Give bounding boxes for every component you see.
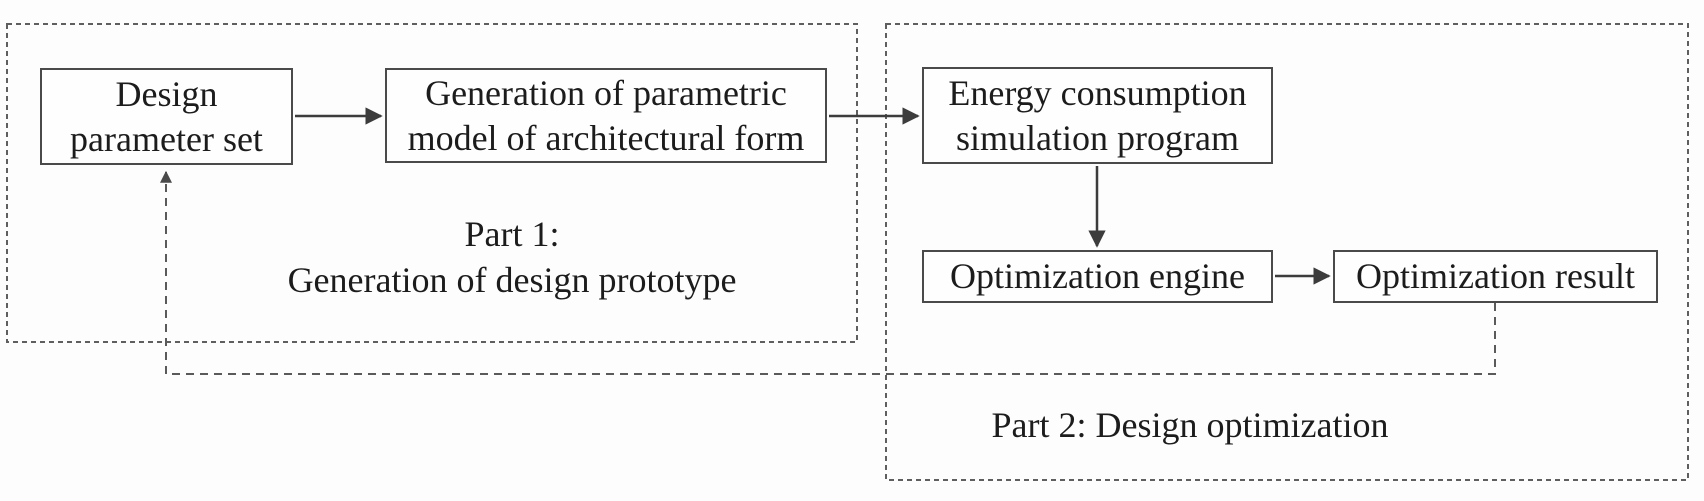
node-energy-simulation: Energy consumption simulation program — [922, 67, 1273, 164]
node-design-parameter-set: Design parameter set — [40, 68, 293, 165]
node-optimization-engine: Optimization engine — [922, 250, 1273, 303]
node-optimization-result: Optimization result — [1333, 250, 1658, 303]
node-parametric-model: Generation of parametric model of archit… — [385, 68, 827, 163]
part2-container-outline — [885, 23, 1689, 481]
part1-container-outline — [6, 23, 858, 343]
feedback-dashed-arrow — [160, 170, 1496, 375]
part2-label: Part 2: Design optimization — [991, 405, 1389, 445]
part1-label: Part 1: Generation of design prototype — [287, 214, 737, 300]
